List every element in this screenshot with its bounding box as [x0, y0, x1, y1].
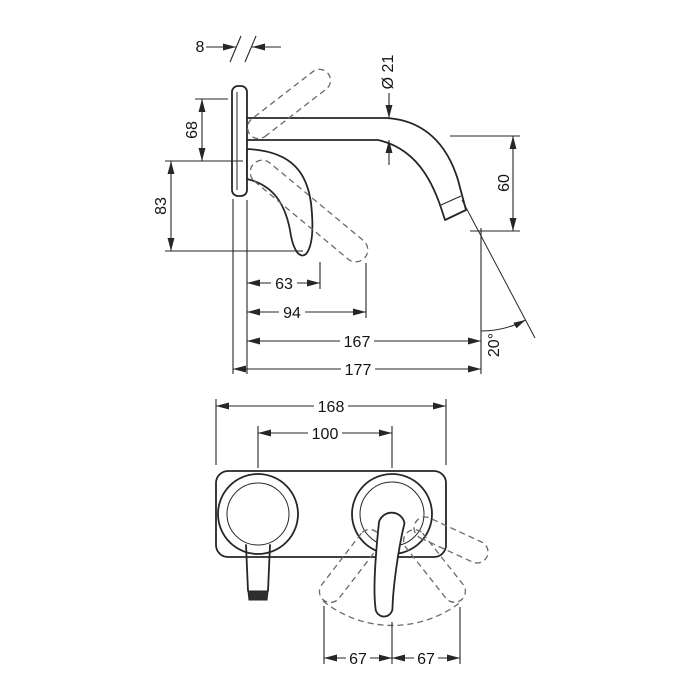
dim-label-plate-thickness: 8: [196, 39, 205, 56]
dim-label-plate-width: 168: [318, 399, 345, 416]
dim-spout-reach: 167: [247, 333, 481, 351]
dim-lever-reach: 63: [247, 275, 320, 293]
reach-extension-lines: [232, 199, 482, 374]
wall-plate-side: [231, 85, 248, 197]
front-view: 168 100 67 67: [215, 398, 489, 668]
dim-label-lever-swing-reach: 94: [283, 305, 301, 322]
spout-side: [246, 117, 467, 221]
dim-outlet-angle: 20°: [461, 199, 536, 357]
label-backing: [314, 398, 348, 414]
lever-phantom-left: [318, 528, 382, 604]
dim-label-lever-drop: 83: [153, 197, 170, 215]
dim-lever-swing: 67 67: [323, 606, 461, 668]
dim-plate-width: 168: [215, 398, 447, 465]
dim-label-swing-left: 67: [349, 651, 367, 668]
lever-handle-front: [373, 511, 406, 618]
dim-plate-thickness: 8: [196, 35, 281, 63]
dim-total-projection: 177: [233, 361, 481, 379]
lever-phantom-down: [249, 159, 369, 263]
dim-spout-diameter: Ø 21: [380, 55, 397, 165]
extension-line: [229, 35, 242, 63]
label-backing: [271, 275, 297, 291]
dim-label-outlet-angle: 20°: [486, 333, 503, 357]
extension-line: [244, 35, 257, 63]
side-elevation-view: 8 68 83 Ø 21 60: [153, 35, 536, 379]
dim-lever-swing-reach: 94: [247, 304, 366, 322]
spout-front-left-edge: [245, 544, 249, 592]
lever-handle-side: [246, 148, 314, 257]
label-backing: [279, 304, 305, 320]
dim-label-spout-reach: 167: [344, 334, 371, 351]
spout-outlet-front: [247, 590, 269, 601]
lever-phantom-right: [402, 529, 467, 603]
dim-label-spout-diameter: Ø 21: [380, 55, 397, 90]
dim-outlet-drop: 60: [450, 135, 520, 232]
label-backing: [414, 650, 438, 666]
wall-plate-front: [215, 470, 447, 558]
lever-swing-positions-front: [318, 516, 489, 627]
label-backing: [341, 361, 375, 377]
lever-phantom-up: [246, 68, 332, 140]
dim-label-hole-distance: 100: [312, 426, 339, 443]
spout-escutcheon-outer: [217, 473, 299, 555]
label-backing: [308, 425, 342, 441]
label-backing: [340, 333, 374, 349]
dim-upper-offset: 68: [165, 98, 243, 162]
dim-lever-drop: 83: [153, 161, 303, 252]
dim-label-lever-reach: 63: [275, 276, 293, 293]
dim-label-upper-offset: 68: [184, 121, 201, 139]
dim-label-total-projection: 177: [345, 362, 372, 379]
lever-swing-positions-side: [246, 68, 369, 263]
dim-hole-distance: 100: [257, 425, 393, 468]
angle-arc: [480, 319, 526, 332]
angle-reference-line: [461, 199, 536, 339]
faucet-side-outline: [231, 85, 467, 257]
dim-label-swing-right: 67: [417, 651, 435, 668]
lever-phantom-far-right: [413, 516, 489, 564]
aerator-line: [440, 195, 462, 206]
label-backing: [346, 650, 370, 666]
spout-escutcheon-inner: [226, 482, 290, 546]
dim-label-outlet-drop: 60: [496, 174, 513, 192]
spout-front-right-edge: [267, 544, 271, 592]
faucet-front-outline: [215, 470, 447, 601]
